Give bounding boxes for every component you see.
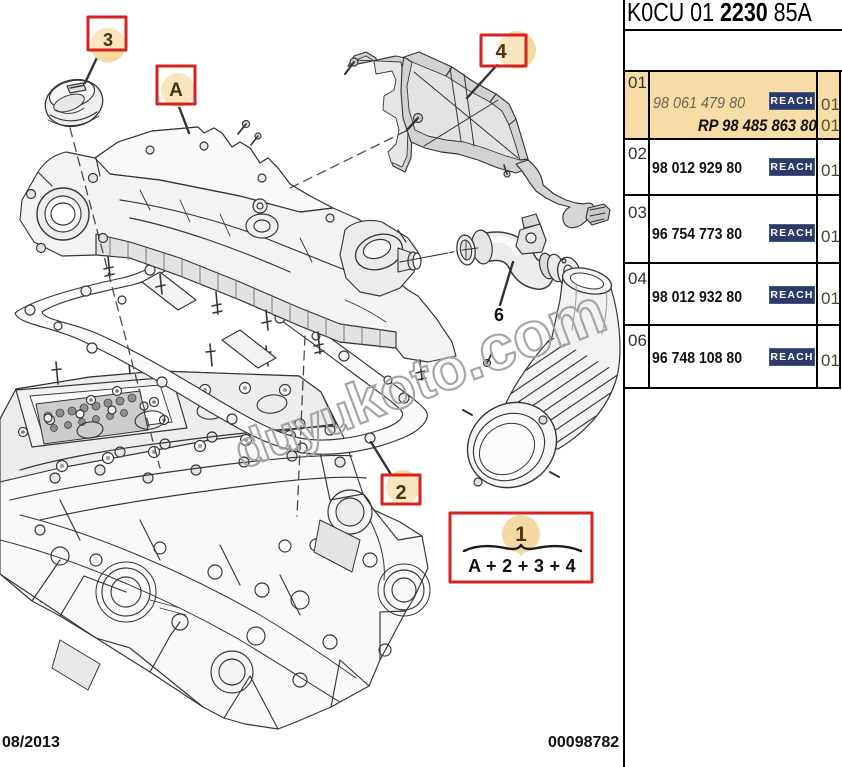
- svg-text:6: 6: [494, 305, 504, 325]
- svg-text:A: A: [169, 80, 183, 101]
- svg-text:4: 4: [495, 41, 507, 63]
- svg-text:1: 1: [515, 523, 527, 546]
- svg-text:2: 2: [395, 482, 406, 504]
- svg-text:A + 2 + 3 + 4: A + 2 + 3 + 4: [468, 556, 576, 576]
- svg-text:3: 3: [103, 30, 113, 50]
